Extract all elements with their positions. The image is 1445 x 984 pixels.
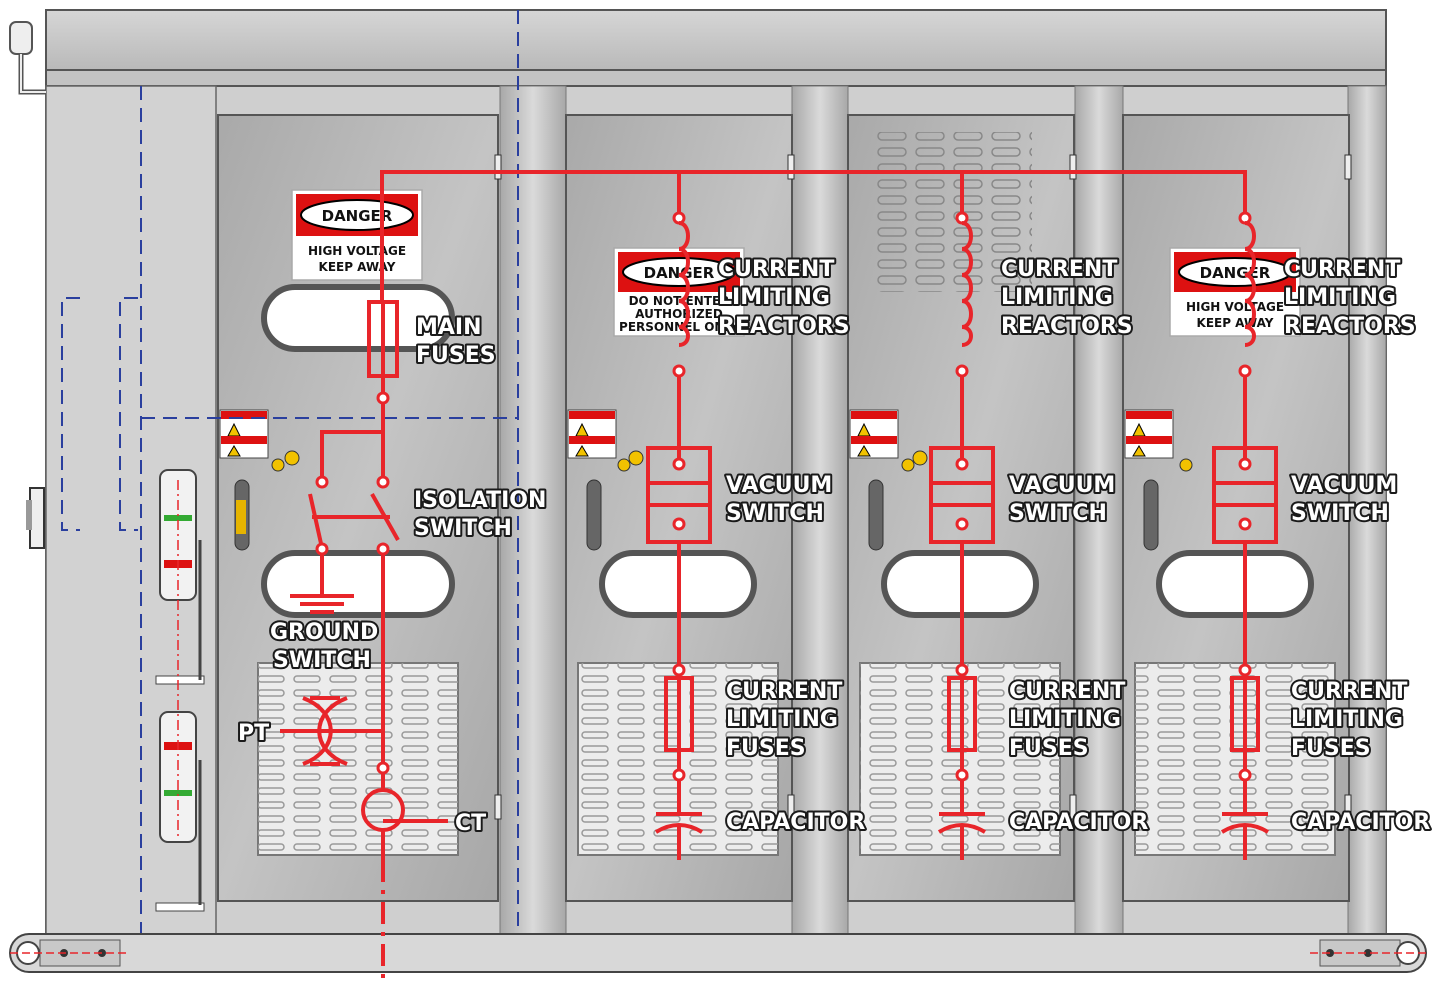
single-line-schematic: [280, 170, 1278, 984]
label-capacitor-bay3: CAPACITOR: [1291, 810, 1430, 835]
label-fuses-bay3-3: FUSES: [1291, 736, 1371, 761]
label-fuses-bay2-3: FUSES: [1009, 736, 1089, 761]
label-fuses-bay1-3: FUSES: [726, 736, 806, 761]
label-reactors-bay1-2: LIMITING: [718, 285, 830, 310]
label-fuses-bay2-2: LIMITING: [1009, 707, 1121, 732]
side-cable-mounts: [155, 469, 205, 912]
label-reactors-bay2-1: CURRENT: [1001, 257, 1117, 282]
sign-bay3-line2: KEEP AWAY: [1197, 316, 1274, 330]
danger-sign-bay3: DANGER HIGH VOLTAGE KEEP AWAY: [1169, 247, 1301, 337]
label-fuses-bay3-1: CURRENT: [1291, 679, 1407, 704]
padlock-icons: [271, 450, 1193, 472]
label-isolation-switch-2: SWITCH: [414, 516, 512, 541]
label-fuses-bay3-2: LIMITING: [1291, 707, 1403, 732]
sign-bay3-title: DANGER: [1200, 264, 1271, 282]
label-reactors-bay3-2: LIMITING: [1284, 285, 1396, 310]
label-reactors-bay3-1: CURRENT: [1284, 257, 1400, 282]
label-capacitor-bay2: CAPACITOR: [1009, 810, 1148, 835]
sign-main-title: DANGER: [322, 207, 393, 225]
label-vacuum-bay2-1: VACUUM: [1009, 473, 1115, 498]
label-reactors-bay2-3: REACTORS: [1001, 314, 1133, 339]
label-fuses-bay1-1: CURRENT: [726, 679, 842, 704]
bay-3-schematic: [1212, 211, 1278, 860]
label-main-fuses-2: FUSES: [416, 343, 496, 368]
label-capacitor-bay1: CAPACITOR: [726, 810, 865, 835]
side-door-latch: [26, 487, 45, 549]
label-ground-switch-2: SWITCH: [273, 648, 371, 673]
bay-2-schematic: [929, 211, 995, 860]
label-ct: CT: [455, 811, 486, 836]
label-vacuum-bay1-1: VACUUM: [726, 473, 832, 498]
sign-main-line2: KEEP AWAY: [319, 260, 396, 274]
ct-symbol: [361, 773, 448, 860]
warning-stickers: [219, 409, 1174, 459]
label-vacuum-bay1-2: SWITCH: [726, 501, 824, 526]
door-handles: [234, 479, 1159, 551]
bay-1-schematic: [646, 211, 712, 860]
label-reactors-bay3-3: REACTORS: [1284, 314, 1416, 339]
label-pt: PT: [238, 721, 269, 746]
label-reactors-bay1-1: CURRENT: [718, 257, 834, 282]
component-labels: MAIN FUSES ISOLATION SWITCH GROUND SWITC…: [236, 255, 1432, 838]
pt-symbol: [280, 696, 383, 766]
sign-bay1-line2: AUTHORIZED: [635, 307, 723, 321]
label-reactors-bay2-2: LIMITING: [1001, 285, 1113, 310]
sign-main-line1: HIGH VOLTAGE: [308, 244, 406, 258]
ground-symbol: [290, 554, 354, 614]
label-isolation-switch-1: ISOLATION: [414, 488, 546, 513]
beacon-light-icon: [9, 21, 46, 95]
label-vacuum-bay3-2: SWITCH: [1291, 501, 1389, 526]
danger-sign-main: DANGER HIGH VOLTAGE KEEP AWAY: [291, 189, 423, 281]
isolation-switch-symbol: [308, 493, 400, 549]
base-skid: [9, 933, 1430, 973]
label-ground-switch-1: GROUND: [270, 620, 378, 645]
sign-bay3-line1: HIGH VOLTAGE: [1186, 300, 1284, 314]
label-vacuum-bay3-1: VACUUM: [1291, 473, 1397, 498]
dashed-construction-lines: [61, 10, 519, 940]
label-reactors-bay1-3: REACTORS: [718, 314, 850, 339]
label-fuses-bay2-1: CURRENT: [1009, 679, 1125, 704]
label-fuses-bay1-2: LIMITING: [726, 707, 838, 732]
label-main-fuses-1: MAIN: [416, 315, 482, 340]
label-vacuum-bay2-2: SWITCH: [1009, 501, 1107, 526]
